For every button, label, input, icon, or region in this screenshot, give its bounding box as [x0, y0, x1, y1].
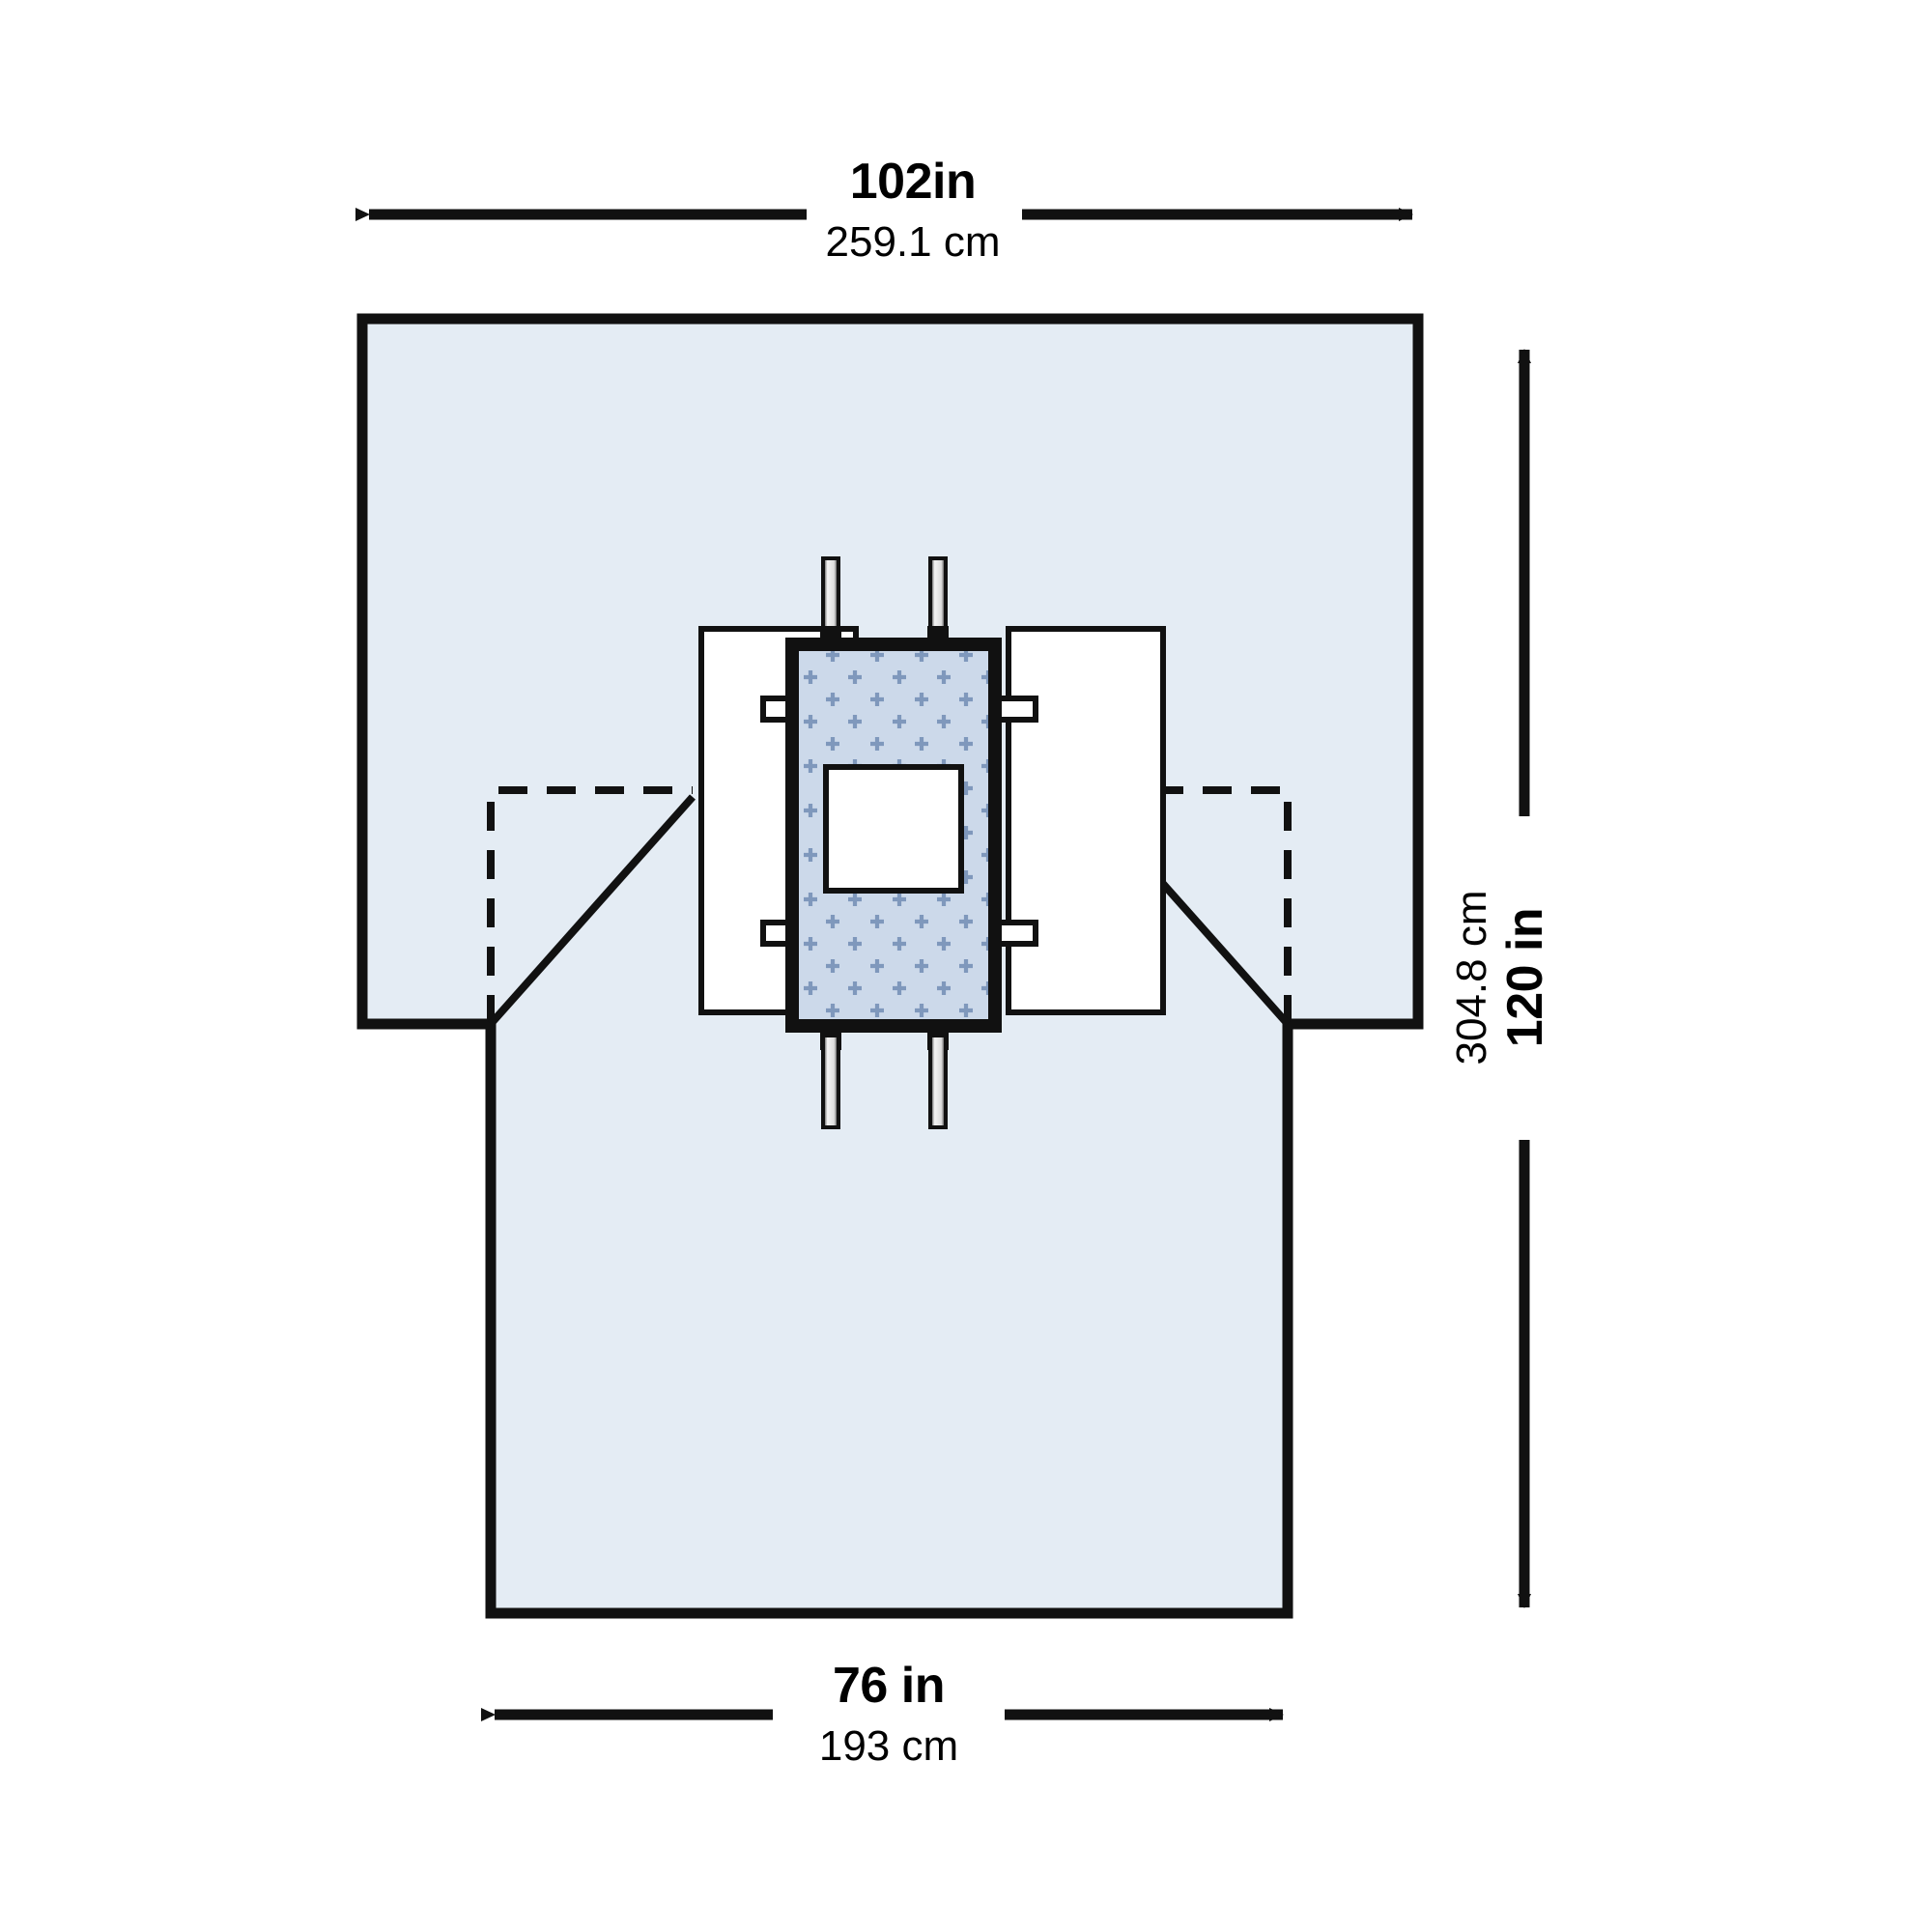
overall-length-inches: 120 in	[1497, 908, 1553, 1047]
overall-width-inches: 102in	[850, 154, 976, 210]
dimension-overall-length: 120 in 304.8 cm	[1448, 349, 1553, 1608]
fenestration-window	[823, 764, 964, 894]
dimension-skirt-width: 76 in 193 cm	[481, 1658, 1284, 1770]
right-side-panel	[1006, 626, 1166, 1015]
overall-length-cm: 304.8 cm	[1448, 891, 1495, 1065]
strap-bottom-left	[820, 1019, 841, 1129]
overall-width-cm: 259.1 cm	[826, 218, 1001, 266]
skirt-width-cm: 193 cm	[819, 1722, 958, 1770]
skirt-width-inches: 76 in	[833, 1658, 945, 1714]
dimension-overall-width: 102in 259.1 cm	[355, 154, 1413, 266]
strap-bottom-right	[927, 1019, 949, 1129]
diagonal-left	[488, 794, 696, 1027]
